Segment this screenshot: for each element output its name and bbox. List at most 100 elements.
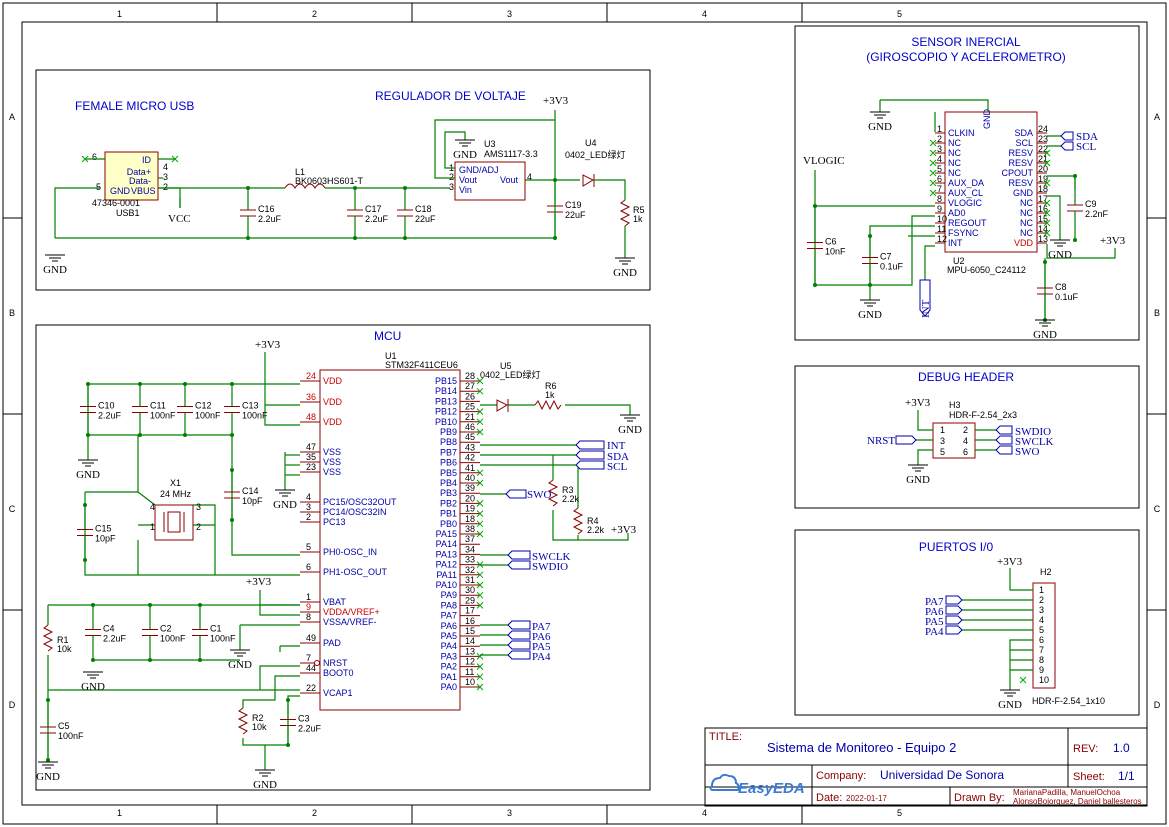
- svg-text:PA11: PA11: [436, 570, 457, 580]
- svg-text:8: 8: [306, 612, 311, 622]
- net-pa6-io: PA6: [925, 606, 944, 618]
- svg-text:GND: GND: [36, 771, 60, 783]
- capacitor-c7: C70.1uF: [862, 234, 904, 287]
- gnd-symbol: GND: [618, 414, 642, 436]
- svg-text:GND: GND: [1013, 188, 1034, 198]
- usb-connector: ID Data+ Data- GND VBUS 47346-0001 USB1 …: [92, 151, 168, 218]
- section-title-debug: DEBUG HEADER: [918, 370, 1014, 384]
- svg-text:2: 2: [306, 512, 311, 522]
- svg-text:SWCLK: SWCLK: [532, 551, 571, 563]
- svg-text:NC: NC: [948, 168, 961, 178]
- gnd-symbol: GND: [868, 111, 892, 133]
- svg-text:31: 31: [465, 575, 475, 585]
- svg-text:PA10: PA10: [436, 580, 457, 590]
- gnd-symbol: GND: [253, 769, 277, 791]
- svg-text:100nF: 100nF: [160, 634, 186, 644]
- svg-text:GND: GND: [906, 474, 930, 486]
- svg-text:VDDA/VREF+: VDDA/VREF+: [323, 607, 380, 617]
- svg-text:2: 2: [449, 172, 454, 182]
- svg-text:2.2uF: 2.2uF: [258, 214, 282, 224]
- svg-text:GND: GND: [982, 109, 992, 130]
- svg-text:4: 4: [527, 172, 532, 182]
- svg-text:NC: NC: [948, 148, 961, 158]
- net-nrst: NRST: [867, 435, 895, 447]
- svg-text:13: 13: [465, 646, 475, 656]
- grid-col-label: 2: [312, 808, 317, 818]
- net-3v3-reg: +3V3: [543, 95, 569, 107]
- svg-text:PB9: PB9: [440, 427, 457, 437]
- svg-text:U2: U2: [953, 256, 965, 266]
- svg-text:PA5: PA5: [441, 631, 457, 641]
- svg-text:U3: U3: [484, 139, 496, 149]
- svg-text:18: 18: [1038, 184, 1048, 194]
- svg-text:H2: H2: [1040, 567, 1052, 577]
- svg-text:CPOUT: CPOUT: [1002, 168, 1034, 178]
- nrst-flag: [895, 435, 917, 445]
- inductor-l1: L1 BK0603HS601-T: [284, 167, 364, 189]
- int-flag: [919, 279, 931, 317]
- svg-text:4: 4: [937, 154, 942, 164]
- svg-text:RESV: RESV: [1008, 158, 1033, 168]
- gnd-symbol: GND: [273, 489, 297, 511]
- svg-text:11: 11: [937, 224, 946, 234]
- net-swdio-debug: SWDIO: [1015, 426, 1051, 438]
- svg-text:6: 6: [92, 152, 97, 162]
- net-vcc: VCC: [168, 213, 191, 225]
- svg-text:C6: C6: [825, 237, 837, 247]
- svg-text:27: 27: [465, 381, 475, 391]
- svg-text:C5: C5: [58, 721, 70, 731]
- svg-text:19: 19: [1038, 174, 1048, 184]
- svg-text:GND: GND: [110, 186, 131, 196]
- svg-text:PA8: PA8: [441, 600, 457, 610]
- svg-text:PB10: PB10: [435, 417, 457, 427]
- svg-text:2022-01-17: 2022-01-17: [846, 794, 887, 803]
- svg-text:Vout: Vout: [500, 175, 519, 185]
- svg-text:H3: H3: [949, 400, 961, 410]
- section-title-sensor: SENSOR INERCIAL: [911, 35, 1021, 49]
- svg-text:C8: C8: [1055, 282, 1067, 292]
- svg-text:10k: 10k: [57, 644, 72, 654]
- svg-text:1: 1: [306, 592, 311, 602]
- svg-text:C7: C7: [880, 252, 892, 262]
- svg-text:C13: C13: [242, 401, 259, 411]
- svg-text:2.2nF: 2.2nF: [1085, 209, 1109, 219]
- svg-text:NC: NC: [1020, 208, 1033, 218]
- svg-text:SCL: SCL: [607, 461, 627, 473]
- svg-text:39: 39: [465, 483, 475, 493]
- svg-text:RESV: RESV: [1008, 148, 1033, 158]
- svg-text:6: 6: [937, 174, 942, 184]
- svg-text:PB5: PB5: [440, 468, 457, 478]
- net-sda-imu: SDA: [1076, 131, 1098, 143]
- svg-text:GND: GND: [81, 681, 105, 693]
- resistor-r6: R6 1k: [534, 381, 562, 411]
- svg-text:MarianaPadilla, ManuelOchoa: MarianaPadilla, ManuelOchoa: [1013, 788, 1121, 797]
- svg-text:PA12: PA12: [436, 560, 457, 570]
- svg-text:36: 36: [306, 392, 316, 402]
- svg-text:C18: C18: [415, 204, 432, 214]
- svg-text:2.2uF: 2.2uF: [365, 214, 389, 224]
- svg-text:5: 5: [937, 164, 942, 174]
- svg-text:1: 1: [940, 425, 945, 435]
- section-title-usb: FEMALE MICRO USB: [75, 99, 194, 113]
- svg-text:4: 4: [150, 502, 155, 512]
- grid-row-label: B: [1154, 308, 1160, 318]
- svg-text:MPU-6050_C24112: MPU-6050_C24112: [947, 265, 1026, 275]
- svg-text:1: 1: [150, 522, 155, 532]
- svg-text:13: 13: [1038, 234, 1048, 244]
- grid-row-label: C: [1154, 504, 1161, 514]
- svg-text:PC15/OSC32OUT: PC15/OSC32OUT: [323, 497, 397, 507]
- svg-text:VSS: VSS: [323, 467, 341, 477]
- svg-text:C19: C19: [565, 200, 582, 210]
- led-u5: U5 0402_LED绿灯: [480, 361, 541, 412]
- net-pa5-io: PA5: [925, 616, 944, 628]
- svg-text:10: 10: [937, 214, 947, 224]
- svg-text:10: 10: [465, 677, 475, 687]
- svg-text:1: 1: [1039, 585, 1044, 595]
- svg-text:14: 14: [1038, 224, 1048, 234]
- svg-text:16: 16: [1038, 204, 1048, 214]
- svg-text:AD0: AD0: [948, 208, 966, 218]
- svg-text:43: 43: [465, 442, 475, 452]
